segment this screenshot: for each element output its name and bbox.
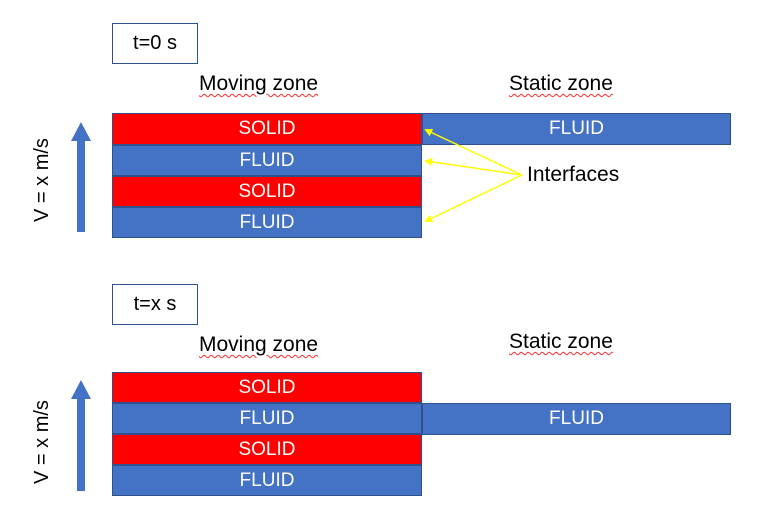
moving-zone-label: Moving zone: [199, 72, 319, 95]
static-zone-label: Static zone: [509, 72, 613, 95]
interface-arrow: [424, 157, 523, 176]
moving-layer-3: SOLID: [112, 434, 422, 465]
static-zone-label: Static zone: [509, 330, 613, 353]
moving-zone-label: Moving zone: [199, 333, 319, 356]
moving-layer-1: SOLID: [112, 113, 422, 145]
moving-layer-4: FLUID: [112, 465, 422, 496]
interfaces-label: Interfaces: [527, 163, 620, 186]
velocity-arrow: [71, 122, 91, 232]
interface-arrow: [424, 128, 523, 176]
moving-layer-4: FLUID: [112, 207, 422, 238]
moving-layer-3: SOLID: [112, 176, 422, 207]
time-label: t=0 s: [133, 32, 177, 54]
time-label-box: t=x s: [112, 284, 198, 325]
time-label: t=x s: [133, 293, 177, 315]
interface-arrow: [424, 174, 523, 223]
static-layer: FLUID: [422, 403, 731, 435]
time-label-box: t=0 s: [112, 23, 198, 64]
moving-layer-2: FLUID: [112, 145, 422, 176]
static-layer: FLUID: [422, 113, 731, 145]
velocity-arrow: [71, 380, 91, 491]
moving-layer-2: FLUID: [112, 403, 422, 434]
moving-layer-1: SOLID: [112, 372, 422, 403]
